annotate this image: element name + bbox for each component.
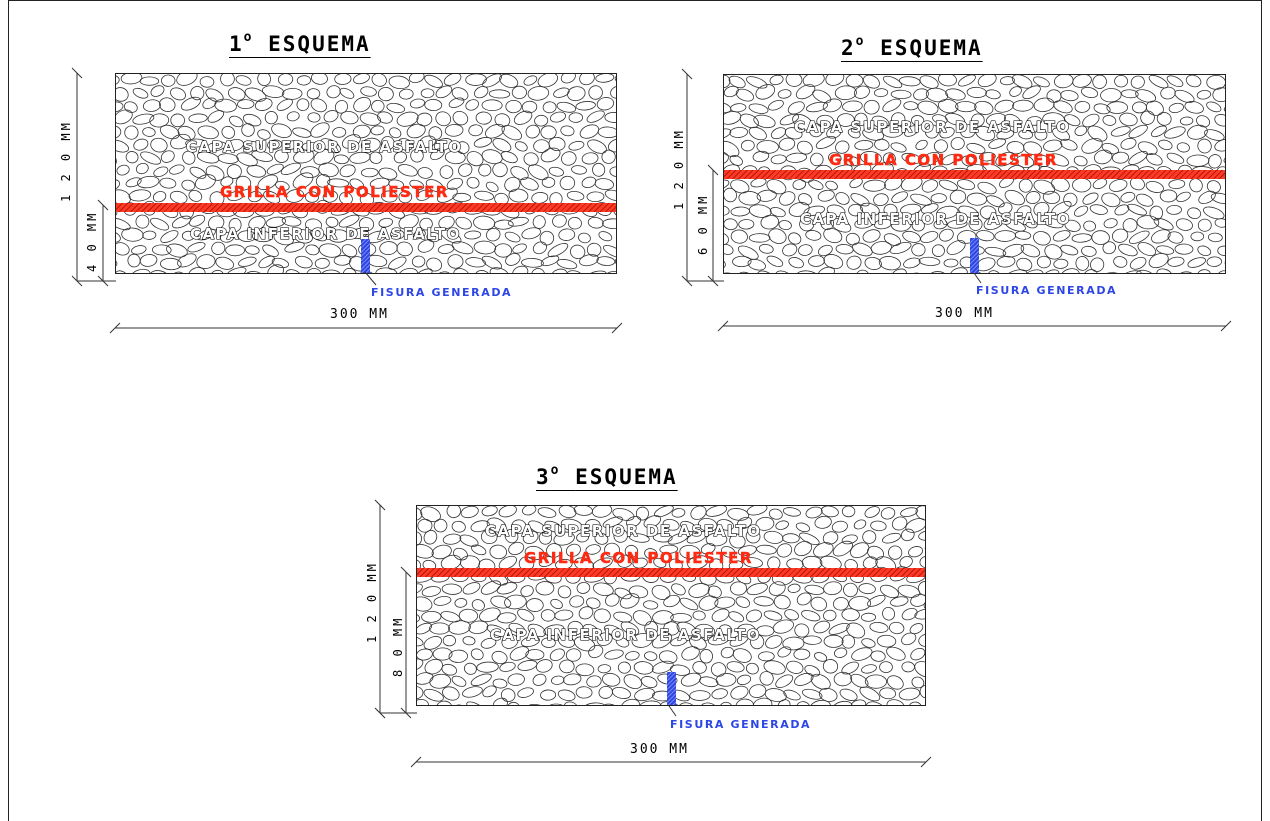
scheme-2-width-dim: 300 MM [935, 306, 994, 321]
scheme-1-width-dim: 300 MM [330, 307, 389, 322]
scheme-1-grid-label: GRILLA CON POLIESTER [220, 183, 449, 202]
scheme-1-grid-band [116, 203, 616, 212]
scheme-2-grid-label: GRILLA CON POLIESTER [829, 151, 1058, 170]
scheme-3-title: 3o ESQUEMA [536, 463, 678, 489]
drawing-frame [8, 0, 1262, 821]
scheme-1-title: 1o ESQUEMA [229, 30, 371, 56]
scheme-3-asphalt-slab: CAPA SUPERIOR DE ASFALTO GRILLA CON POLI… [416, 505, 926, 706]
scheme-3-grid-label: GRILLA CON POLIESTER [524, 549, 753, 568]
scheme-3-top-layer-label: CAPA SUPERIOR DE ASFALTO [484, 521, 762, 540]
scheme-3-crack [667, 672, 676, 705]
scheme-1-bottom-layer-label: CAPA INFERIOR DE ASFALTO [189, 224, 461, 243]
scheme-2-crack [970, 238, 979, 273]
scheme-2-grid-band [724, 170, 1225, 179]
scheme-2-crack-label: FISURA GENERADA [976, 284, 1118, 297]
scheme-3-bottom-layer-label: CAPA INFERIOR DE ASFALTO [489, 625, 761, 644]
scheme-3-crack-label: FISURA GENERADA [670, 718, 812, 731]
scheme-1-crack [361, 239, 370, 273]
aggregate-texture [724, 75, 1225, 273]
scheme-3-width-dim: 300 MM [630, 742, 689, 757]
aggregate-texture [417, 506, 925, 705]
scheme-3-grid-band [417, 568, 925, 577]
scheme-2-bottom-layer-label: CAPA INFERIOR DE ASFALTO [799, 209, 1071, 228]
scheme-1-crack-label: FISURA GENERADA [371, 286, 513, 299]
scheme-2-title: 2o ESQUEMA [841, 34, 983, 60]
scheme-2-asphalt-slab: CAPA SUPERIOR DE ASFALTO GRILLA CON POLI… [723, 74, 1226, 274]
aggregate-texture [116, 74, 616, 273]
scheme-1-asphalt-slab: CAPA SUPERIOR DE ASFALTO GRILLA CON POLI… [115, 73, 617, 274]
scheme-2-top-layer-label: CAPA SUPERIOR DE ASFALTO [793, 117, 1071, 136]
scheme-1-top-layer-label: CAPA SUPERIOR DE ASFALTO [185, 137, 463, 156]
